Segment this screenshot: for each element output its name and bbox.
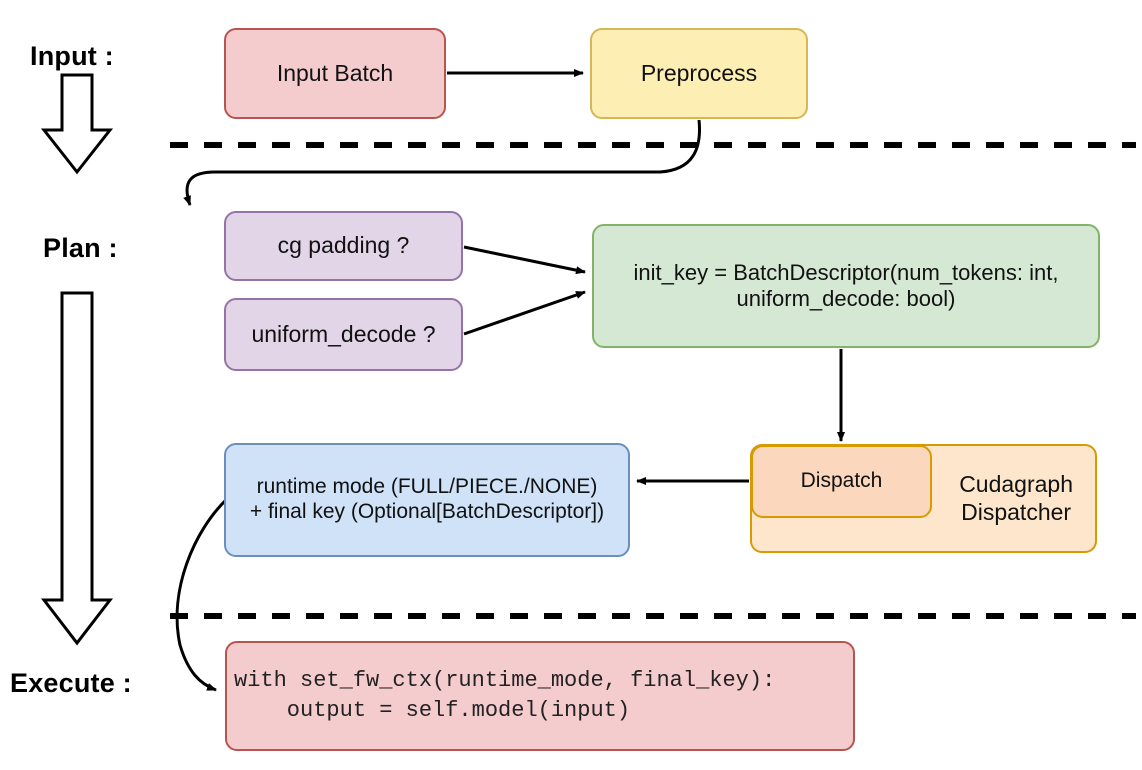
stage-label-plan: Plan : (43, 233, 118, 263)
stage-label-input: Input : (30, 41, 114, 71)
node-preprocess[interactable]: Preprocess (590, 28, 808, 119)
node-dispatch[interactable]: Dispatch (751, 445, 932, 518)
node-runtime-mode-label: runtime mode (FULL/PIECE./NONE) + final … (249, 475, 605, 523)
edge-runtime-mode-to-code (175, 498, 228, 692)
node-dispatch-label: Dispatch (800, 469, 883, 493)
edge-cg-padding-to-init-key (463, 245, 586, 275)
node-preprocess-label: Preprocess (640, 59, 758, 86)
node-execute-code-label: with set_fw_ctx(runtime_mode, final_key)… (234, 668, 776, 723)
stage-arrow-plan-to-execute (40, 291, 114, 646)
stage-label-execute: Execute : (10, 668, 132, 698)
node-input-batch-label: Input Batch (276, 59, 394, 86)
node-init-key[interactable]: init_key = BatchDescriptor(num_tokens: i… (592, 224, 1100, 348)
stage-arrow-input-to-plan (40, 73, 114, 175)
node-input-batch[interactable]: Input Batch (224, 28, 446, 119)
edge-preprocess-to-cg-padding (183, 119, 701, 206)
node-cg-padding-label: cg padding ? (277, 232, 410, 259)
node-runtime-mode[interactable]: runtime mode (FULL/PIECE./NONE) + final … (224, 443, 630, 557)
node-uniform-decode[interactable]: uniform_decode ? (224, 298, 463, 371)
node-cudagraph-dispatcher-label: Cudagraph Dispatcher (959, 471, 1073, 525)
node-uniform-decode-label: uniform_decode ? (251, 320, 436, 347)
edge-uniform-decode-to-init-key (463, 290, 586, 336)
node-init-key-label: init_key = BatchDescriptor(num_tokens: i… (633, 260, 1059, 311)
node-execute-code-block[interactable]: with set_fw_ctx(runtime_mode, final_key)… (225, 641, 855, 751)
node-cg-padding[interactable]: cg padding ? (224, 211, 463, 281)
